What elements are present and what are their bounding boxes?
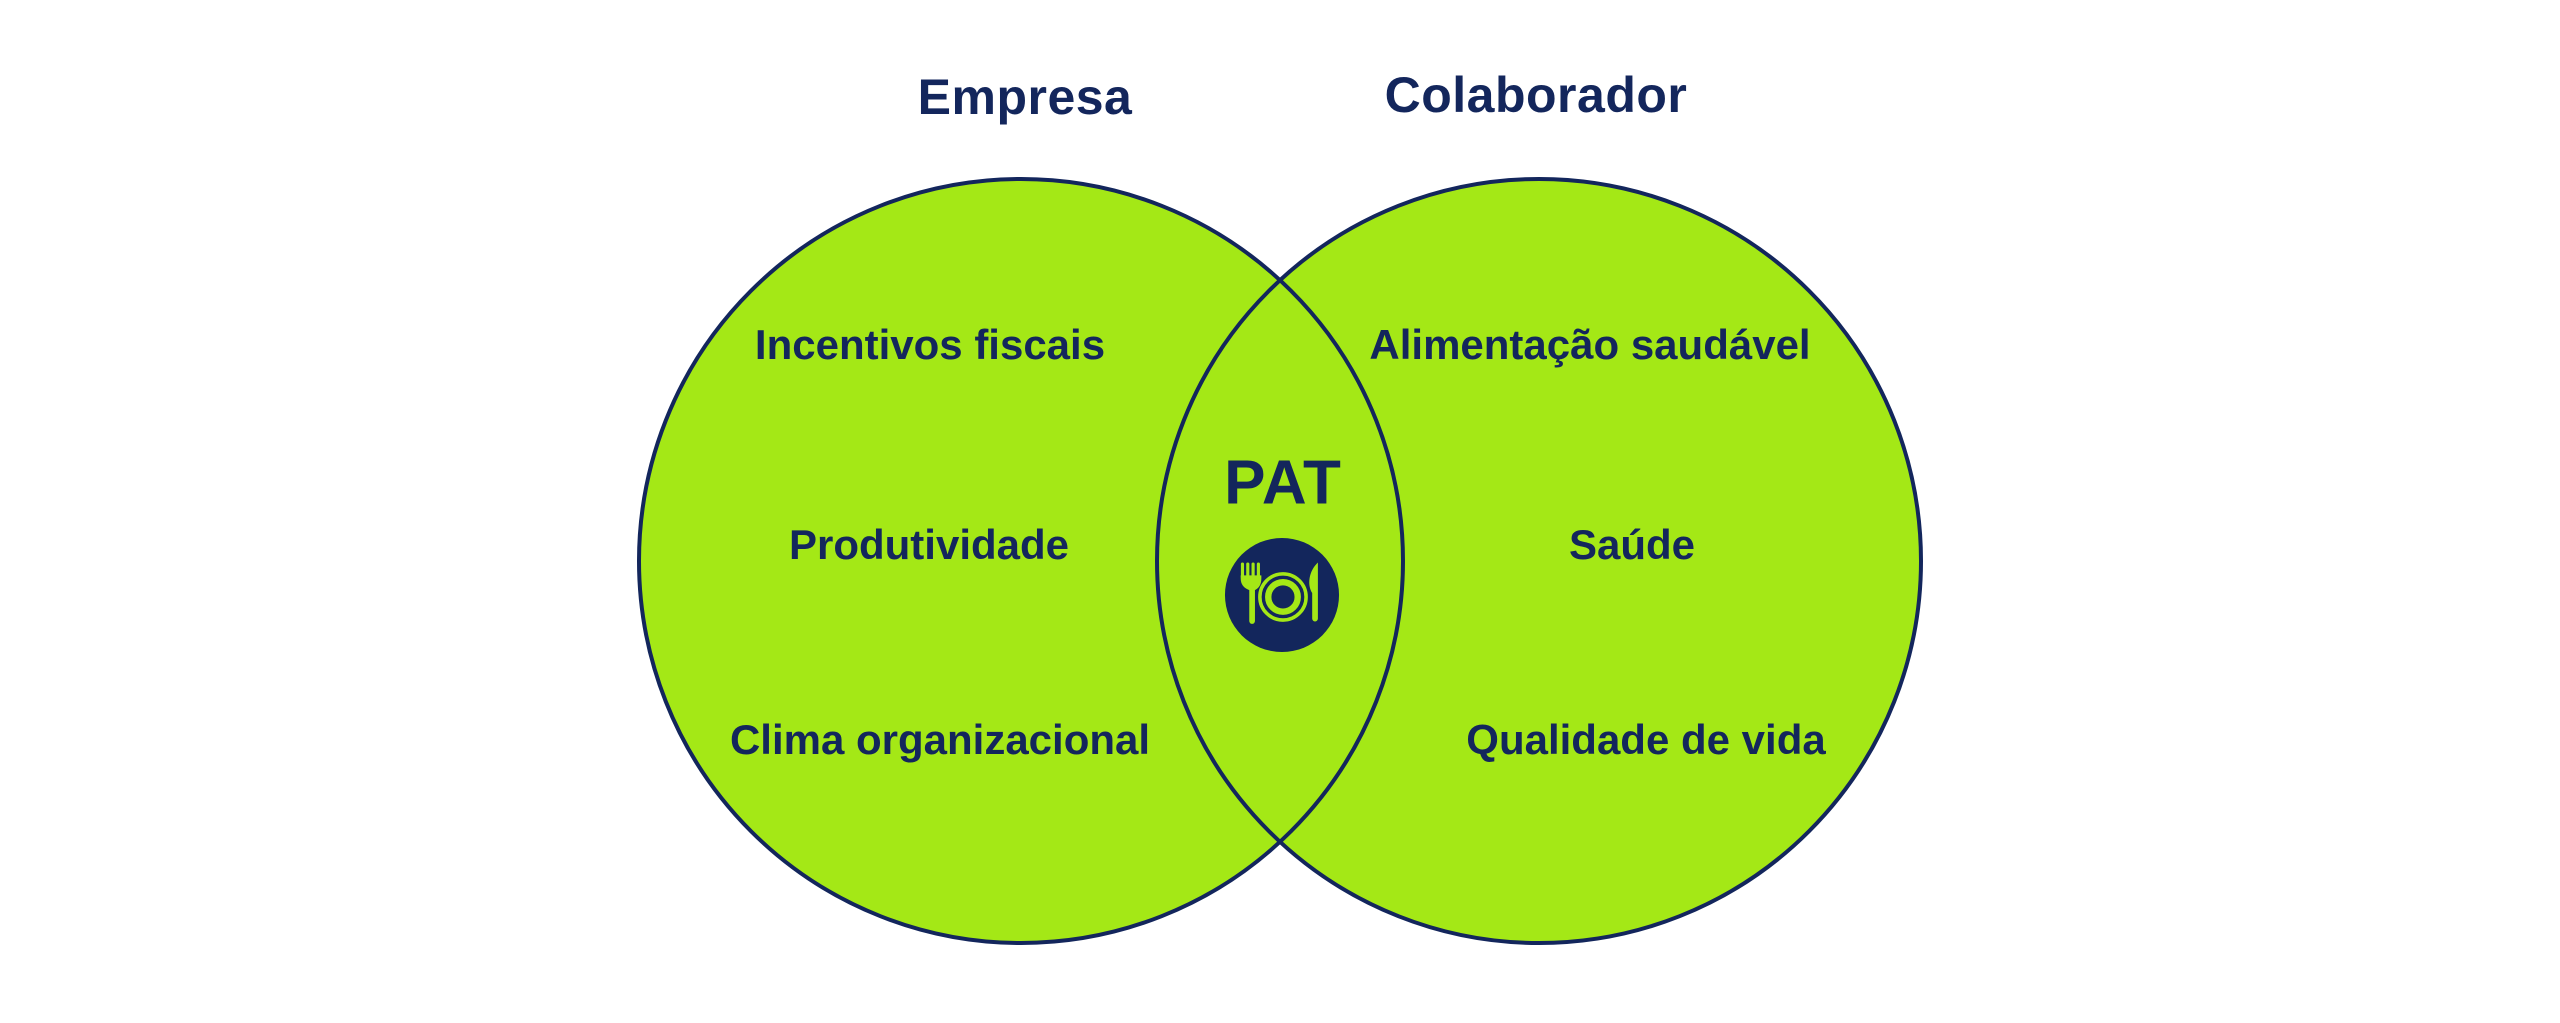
- right-item-qualidade-de-vida: Qualidade de vida: [1466, 716, 1826, 763]
- plate-outer-ring: [1258, 572, 1308, 622]
- left-item-produtividade: Produtividade: [788, 521, 1070, 568]
- plate-inner-ring: [1265, 579, 1301, 615]
- left-item-incentivos-fiscais: Incentivos fiscais: [754, 321, 1106, 368]
- left-circle-title: Empresa: [917, 69, 1133, 125]
- knife-icon: [1309, 562, 1318, 622]
- fork-icon: [1240, 562, 1262, 624]
- right-item-alimentacao-saudavel: Alimentação saudável: [1369, 321, 1811, 368]
- meal-plate-icon: [1224, 537, 1340, 653]
- left-item-clima-organizacional: Clima organizacional: [729, 716, 1151, 763]
- left-circle-outline: [637, 177, 1405, 945]
- meal-icon-background: [1224, 537, 1340, 653]
- right-item-saude: Saúde: [1568, 521, 1696, 568]
- right-circle-fill: [1157, 179, 1921, 943]
- right-circle-outline: [1155, 177, 1923, 945]
- intersection-label-pat: PAT: [1224, 448, 1342, 518]
- right-circle-title: Colaborador: [1384, 67, 1688, 123]
